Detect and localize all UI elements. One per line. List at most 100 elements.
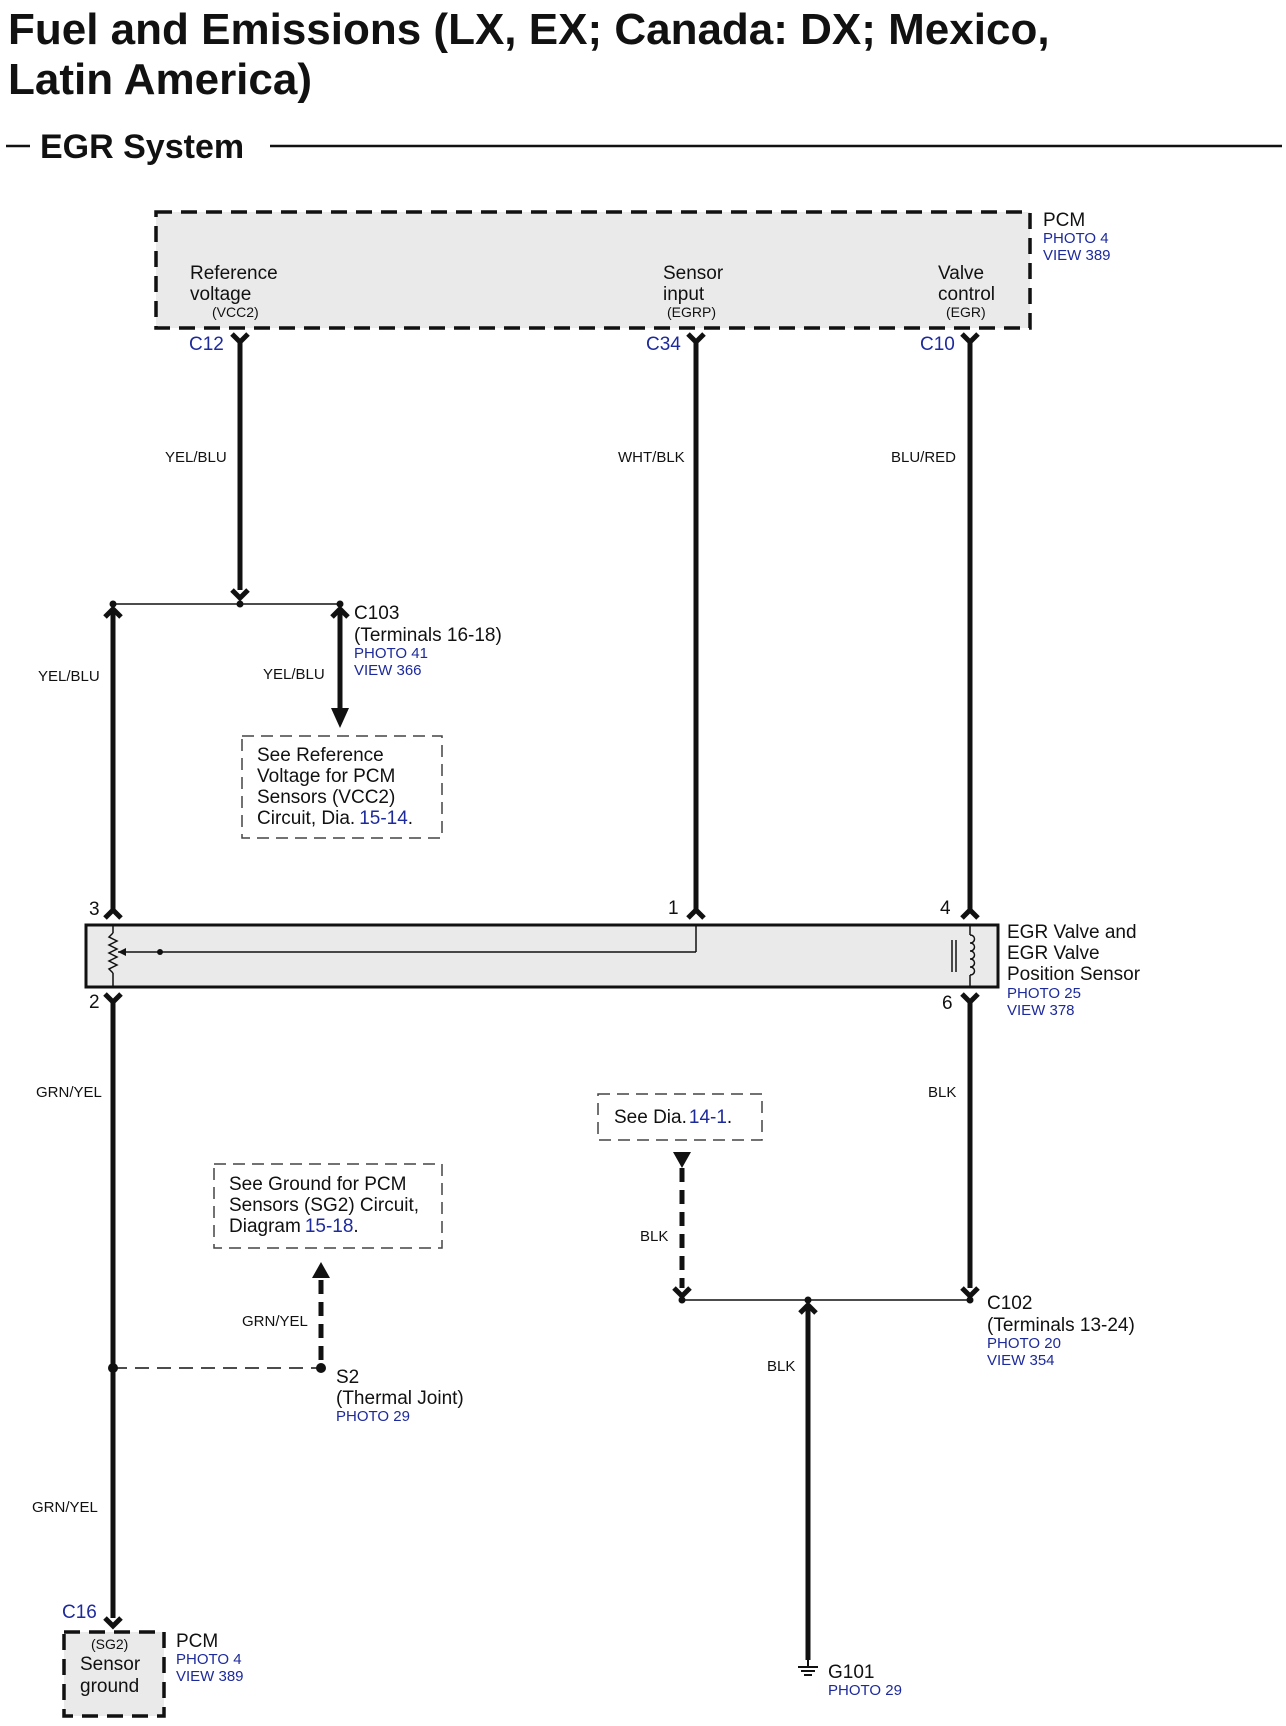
section-title: EGR System bbox=[40, 128, 244, 166]
ground-note-line2: Sensors (SG2) Circuit, bbox=[229, 1195, 419, 1216]
dia-note-suffix: . bbox=[727, 1107, 732, 1128]
arrow-to-ground-note bbox=[312, 1262, 330, 1278]
pcm-bottom-line2: ground bbox=[80, 1676, 139, 1697]
pcm-top-box bbox=[154, 210, 1032, 330]
solenoid-coil bbox=[969, 934, 976, 976]
wire-label-yel-blu-left: YEL/BLU bbox=[38, 668, 100, 685]
pcm-bottom-code: (SG2) bbox=[91, 1636, 128, 1652]
c102-dot-left bbox=[678, 1296, 686, 1304]
c102-chevron-right bbox=[960, 1286, 980, 1300]
c103-dot-left bbox=[109, 600, 117, 608]
ref-note-line4: Circuit, Dia.15-14. bbox=[257, 808, 413, 829]
ref-note-suffix: . bbox=[408, 808, 413, 829]
arrow-to-ref-note bbox=[331, 708, 349, 728]
c103-dot-center bbox=[236, 600, 244, 608]
c103-chevron-top bbox=[230, 588, 250, 602]
egr-valve-name-2: EGR Valve bbox=[1007, 943, 1100, 964]
g101-photo-link[interactable]: PHOTO 29 bbox=[828, 1682, 902, 1699]
pin-c34: C34 bbox=[646, 334, 681, 355]
pcm-bottom-view-link[interactable]: VIEW 389 bbox=[176, 1668, 244, 1685]
valve-control-code: (EGR) bbox=[946, 304, 986, 320]
egr-valve-component bbox=[84, 923, 1000, 989]
ref-note-line2: Voltage for PCM bbox=[257, 766, 395, 787]
wiper-arrow bbox=[118, 948, 126, 956]
ground-symbol-icon bbox=[798, 1660, 818, 1676]
potentiometer-resistor bbox=[107, 932, 119, 974]
wire-label-yel-blu-top: YEL/BLU bbox=[165, 449, 227, 466]
ref-note-line1: See Reference bbox=[257, 745, 384, 766]
pcm-bottom-line1: Sensor bbox=[80, 1654, 141, 1675]
egr-pin2-chevron bbox=[103, 992, 123, 1006]
s2-dot-right bbox=[316, 1363, 326, 1373]
wire-label-blk-right: BLK bbox=[928, 1084, 956, 1101]
s2-desc: (Thermal Joint) bbox=[336, 1388, 464, 1409]
egr-pin6-label: 6 bbox=[942, 993, 953, 1014]
c102-view-link[interactable]: VIEW 354 bbox=[987, 1352, 1055, 1369]
c103-terminals: (Terminals 16-18) bbox=[354, 625, 502, 646]
egr-pin3-label: 3 bbox=[89, 899, 100, 920]
egr-pin6-chevron bbox=[960, 992, 980, 1006]
s2-photo-link[interactable]: PHOTO 29 bbox=[336, 1408, 410, 1425]
valve-control-label-1: Valve bbox=[938, 263, 984, 284]
c102-chevron-left bbox=[672, 1286, 692, 1300]
pcm-bottom-name: PCM bbox=[176, 1631, 218, 1652]
pcm-bottom-photo-link[interactable]: PHOTO 4 bbox=[176, 1651, 242, 1668]
c16-connector-chevron bbox=[103, 1616, 123, 1630]
page-title-line1: Fuel and Emissions (LX, EX; Canada: DX; … bbox=[8, 5, 1050, 54]
c103-view-link[interactable]: VIEW 366 bbox=[354, 662, 422, 679]
c10-connector-chevron bbox=[960, 332, 980, 346]
dia-note-text: See Dia.14-1. bbox=[614, 1107, 732, 1128]
egr-pin4-label: 4 bbox=[940, 898, 951, 919]
ref-note-diagram-link[interactable]: 15-14 bbox=[359, 808, 408, 829]
ground-note-suffix: . bbox=[353, 1216, 358, 1237]
egr-pin3-chevron bbox=[103, 906, 123, 920]
wiper-dot bbox=[157, 949, 163, 955]
ref-voltage-label-2: voltage bbox=[190, 284, 251, 305]
pcm-bottom-box bbox=[62, 1630, 166, 1718]
ground-note-diagram-link[interactable]: 15-18 bbox=[305, 1216, 354, 1237]
c102-photo-link[interactable]: PHOTO 20 bbox=[987, 1335, 1061, 1352]
dia-note-diagram-link[interactable]: 14-1 bbox=[689, 1107, 727, 1128]
c102-dot-center bbox=[804, 1296, 812, 1304]
pin-c12: C12 bbox=[189, 334, 224, 355]
pcm-top-name: PCM bbox=[1043, 210, 1085, 231]
c102-terminals: (Terminals 13-24) bbox=[987, 1315, 1135, 1336]
egr-valve-name-3: Position Sensor bbox=[1007, 964, 1141, 985]
sensor-input-code: (EGRP) bbox=[667, 304, 716, 320]
wire-label-blk-dia: BLK bbox=[640, 1228, 668, 1245]
ref-voltage-label-1: Reference bbox=[190, 263, 278, 284]
egr-pin1-label: 1 bbox=[668, 898, 679, 919]
wire-label-blk-ground: BLK bbox=[767, 1358, 795, 1375]
pcm-top-view-link[interactable]: VIEW 389 bbox=[1043, 247, 1111, 264]
valve-control-label-2: control bbox=[938, 284, 995, 305]
egr-valve-view-link[interactable]: VIEW 378 bbox=[1007, 1002, 1075, 1019]
c102-dot-right bbox=[966, 1296, 974, 1304]
sensor-input-label-2: input bbox=[663, 284, 705, 305]
wire-label-blu-red: BLU/RED bbox=[891, 449, 956, 466]
ground-note-box bbox=[213, 1163, 443, 1249]
ref-voltage-code: (VCC2) bbox=[212, 304, 259, 320]
ref-note-line3: Sensors (VCC2) bbox=[257, 787, 395, 808]
wire-label-grn-yel-s2: GRN/YEL bbox=[242, 1313, 308, 1330]
c103-name: C103 bbox=[354, 603, 399, 624]
wire-label-grn-yel-upper: GRN/YEL bbox=[36, 1084, 102, 1101]
ref-voltage-note-box bbox=[241, 735, 443, 839]
pin-c10: C10 bbox=[920, 334, 955, 355]
egr-pin4-chevron bbox=[960, 906, 980, 920]
pcm-top-photo-link[interactable]: PHOTO 4 bbox=[1043, 230, 1109, 247]
c102-name: C102 bbox=[987, 1293, 1032, 1314]
egr-pin2-label: 2 bbox=[89, 992, 100, 1013]
dia-note-box bbox=[597, 1093, 763, 1141]
egr-valve-photo-link[interactable]: PHOTO 25 bbox=[1007, 985, 1081, 1002]
pin-c16: C16 bbox=[62, 1602, 97, 1623]
wire-label-yel-blu-branch: YEL/BLU bbox=[263, 666, 325, 683]
g101-name: G101 bbox=[828, 1662, 874, 1683]
ref-note-line4-prefix: Circuit, Dia. bbox=[257, 808, 355, 829]
c103-photo-link[interactable]: PHOTO 41 bbox=[354, 645, 428, 662]
egr-pin1-chevron bbox=[686, 906, 706, 920]
ground-note-line3-prefix: Diagram bbox=[229, 1216, 301, 1237]
c34-connector-chevron bbox=[686, 332, 706, 346]
s2-dot-left bbox=[108, 1363, 118, 1373]
